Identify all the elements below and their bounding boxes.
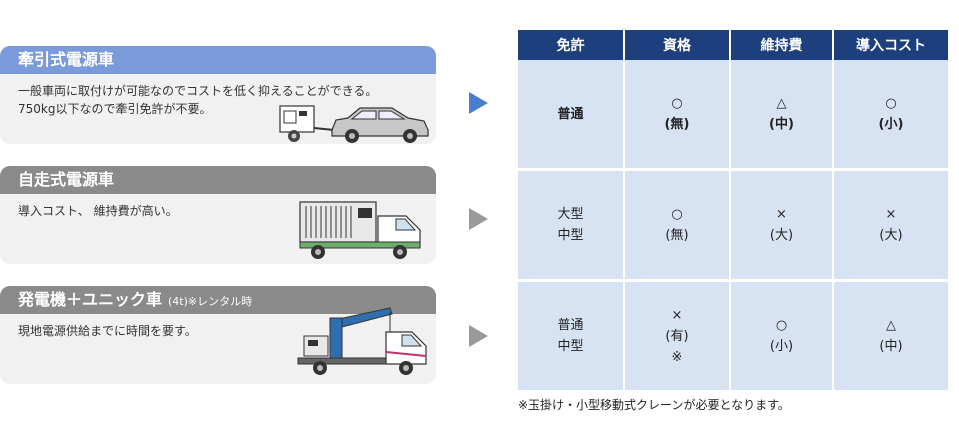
table-cell: 普通中型 <box>518 280 625 393</box>
card-title: 牽引式電源車 <box>0 46 436 74</box>
table-row: 普通 ○(無) △(中) ○(小) <box>518 60 948 171</box>
arrow-right-icon <box>469 325 488 347</box>
table-cell: ○(小) <box>833 60 948 171</box>
card-description: 一般車両に取付けが可能なのでコストを低く抑えることができる。 750kg以下なの… <box>18 84 378 116</box>
option-card-generator-unic: 発電機＋ユニック車(4t)※レンタル時 現地電源供給までに時間を要す。 <box>0 286 436 384</box>
card-title: 自走式電源車 <box>0 166 436 194</box>
table-cell: 普通 <box>518 60 625 171</box>
header-qualification: 資格 <box>624 30 731 60</box>
option-card-self-propelled: 自走式電源車 導入コスト、 維持費が高い。 <box>0 166 436 264</box>
footnote: ※玉掛け・小型移動式クレーンが必要となります。 <box>518 398 790 412</box>
card-body: 一般車両に取付けが可能なのでコストを低く抑えることができる。 750kg以下なの… <box>0 74 436 144</box>
option-card-trailer: 牽引式電源車 一般車両に取付けが可能なのでコストを低く抑えることができる。 75… <box>0 46 436 144</box>
card-description: 導入コスト、 維持費が高い。 <box>18 204 178 218</box>
table-cell: ×(大) <box>833 169 948 282</box>
card-title: 発電機＋ユニック車(4t)※レンタル時 <box>0 286 436 314</box>
trailer-generator-car-icon <box>279 105 429 143</box>
card-body: 導入コスト、 維持費が高い。 <box>0 194 436 264</box>
generator-truck-icon <box>299 201 421 259</box>
header-maintenance-cost: 維持費 <box>730 30 834 60</box>
header-license: 免許 <box>518 30 625 60</box>
header-initial-cost: 導入コスト <box>833 30 948 60</box>
table-cell: ○(小) <box>730 280 834 393</box>
table-cell: ×(大) <box>730 169 834 282</box>
card-body: 現地電源供給までに時間を要す。 <box>0 307 436 384</box>
table-header-row: 免許 資格 維持費 導入コスト <box>518 30 948 60</box>
arrow-right-icon <box>469 92 488 114</box>
crane-truck-icon <box>297 307 427 375</box>
table-cell: ○(無) <box>624 169 731 282</box>
card-description: 現地電源供給までに時間を要す。 <box>18 324 197 338</box>
table-cell: 大型中型 <box>518 169 625 282</box>
table-row: 大型中型 ○(無) ×(大) ×(大) <box>518 169 948 282</box>
table-cell: ○(無) <box>624 60 731 171</box>
arrow-right-icon <box>469 208 488 230</box>
table-row: 普通中型 ×(有)※ ○(小) △(中) <box>518 280 948 393</box>
comparison-table: 免許 資格 維持費 導入コスト 普通 ○(無) △(中) ○(小) 大型中型 ○… <box>518 30 948 393</box>
table-cell: ×(有)※ <box>624 280 731 393</box>
card-subtitle: (4t)※レンタル時 <box>168 295 253 308</box>
table-cell: △(中) <box>833 280 948 393</box>
table-cell: △(中) <box>730 60 834 171</box>
